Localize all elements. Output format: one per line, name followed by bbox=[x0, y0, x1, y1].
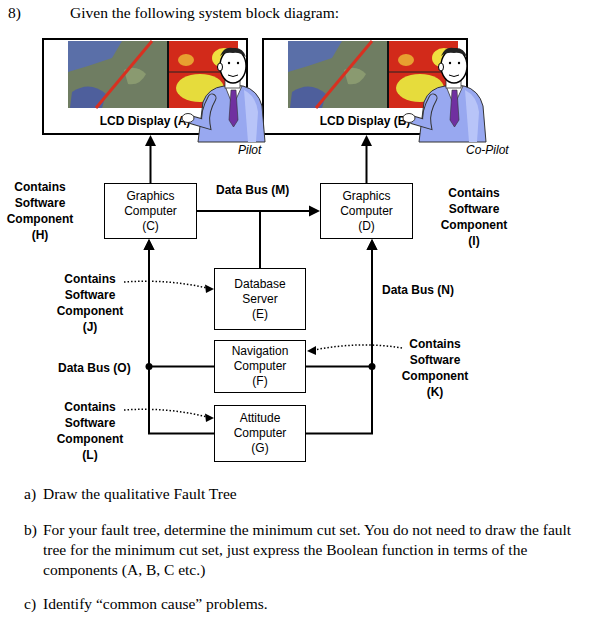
item-marker: c) bbox=[24, 594, 36, 614]
bus-label: Data Bus (O) bbox=[58, 361, 131, 375]
box-label: Navigation Computer (F) bbox=[232, 344, 289, 389]
connector bbox=[144, 239, 215, 434]
question-number: 8) bbox=[8, 3, 21, 23]
callout-text: Contains Software Component (I) bbox=[441, 185, 508, 249]
arrow-head bbox=[309, 206, 320, 217]
callout-text: Contains Software Component (L) bbox=[57, 399, 124, 463]
connector bbox=[197, 211, 260, 268]
box-label: Graphics Computer (C) bbox=[124, 189, 177, 234]
navigation-computer-box: Navigation Computer (F) bbox=[214, 340, 306, 393]
dotted-leader bbox=[124, 409, 207, 417]
database-server-box: Database Server (E) bbox=[214, 268, 306, 330]
arrow-head bbox=[367, 239, 378, 250]
box-label: LCD Display (B) bbox=[319, 114, 411, 128]
question-text: For your fault tree, determine the minim… bbox=[43, 520, 573, 580]
question-text: Identify “common cause” problems. bbox=[43, 594, 268, 614]
bus-junction-dot bbox=[146, 363, 153, 370]
dotted-leader bbox=[124, 281, 207, 288]
lcd-display-box: LCD Display (A) bbox=[42, 38, 248, 135]
person-label: Pilot bbox=[238, 143, 261, 157]
connector bbox=[197, 206, 320, 217]
bus-line bbox=[197, 211, 260, 268]
callout-text: Contains Software Component (H) bbox=[7, 179, 74, 243]
box-label: LCD Display (A) bbox=[99, 114, 191, 128]
box-label: Database Server (E) bbox=[234, 277, 285, 322]
leader-arrowhead bbox=[205, 414, 214, 423]
connector bbox=[144, 239, 215, 367]
bus-label: Data Bus (M) bbox=[216, 183, 289, 197]
arrow-head bbox=[145, 135, 156, 146]
callout-leader bbox=[124, 409, 214, 422]
bus-line bbox=[149, 250, 214, 434]
bus-line bbox=[150, 146, 152, 183]
item-marker: a) bbox=[24, 484, 36, 504]
lcd-display-box: LCD Display (B) bbox=[262, 38, 468, 135]
bus-line bbox=[197, 210, 309, 212]
bus-line bbox=[366, 146, 368, 183]
leader-arrowhead bbox=[307, 346, 316, 355]
page-title: Given the following system block diagram… bbox=[70, 3, 339, 23]
arrow-head bbox=[361, 135, 372, 146]
connector bbox=[306, 239, 378, 367]
box-label: Graphics Computer (D) bbox=[340, 189, 393, 234]
item-marker: b) bbox=[24, 520, 37, 540]
callout-text: Contains Software Component (K) bbox=[402, 336, 469, 400]
lcd-screen-image bbox=[288, 41, 458, 108]
graphics-computer-box: Graphics Computer (D) bbox=[320, 183, 413, 239]
bus-line bbox=[149, 250, 214, 367]
attitude-computer-box: Attitude Computer (G) bbox=[214, 405, 306, 462]
bus-label: Data Bus (N) bbox=[382, 283, 454, 297]
arrow-head bbox=[144, 239, 155, 250]
callout-leader bbox=[307, 345, 402, 355]
person-label: Co-Pilot bbox=[466, 143, 509, 157]
pilot-figure bbox=[182, 48, 265, 142]
graphics-computer-box: Graphics Computer (C) bbox=[104, 183, 197, 239]
connector bbox=[306, 239, 378, 434]
arrow-head bbox=[367, 239, 378, 250]
callout-text: Contains Software Component (J) bbox=[57, 271, 124, 335]
lcd-screen-image bbox=[68, 41, 238, 108]
callout-leader bbox=[124, 281, 214, 293]
co-pilot-figure bbox=[403, 48, 486, 142]
bus-line bbox=[306, 250, 372, 367]
leader-arrowhead bbox=[205, 285, 214, 294]
connector bbox=[145, 135, 156, 183]
dotted-leader bbox=[314, 345, 402, 350]
box-label: Attitude Computer (G) bbox=[234, 411, 287, 456]
bus-line bbox=[306, 250, 372, 434]
question-text: Draw the qualitative Fault Tree bbox=[43, 484, 237, 504]
arrow-head bbox=[144, 239, 155, 250]
connector bbox=[361, 135, 372, 183]
bus-junction-dot bbox=[369, 363, 376, 370]
